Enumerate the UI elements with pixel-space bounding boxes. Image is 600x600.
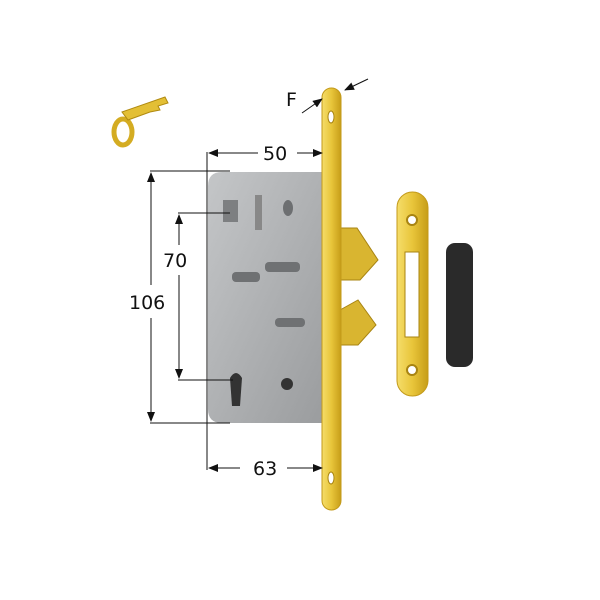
rubber-insert <box>446 243 473 367</box>
center-distance-label: 70 <box>163 250 187 272</box>
latch-bolt <box>339 227 379 346</box>
width-dimension-label: 50 <box>263 143 287 165</box>
faceplate <box>321 87 342 511</box>
keyhole <box>230 373 242 406</box>
faceplate-dimension-label: F <box>286 89 297 111</box>
backset-dimension-label: 63 <box>253 458 277 480</box>
follower-hole <box>223 200 238 222</box>
height-dimension-label: 106 <box>129 292 165 314</box>
key-icon <box>111 96 169 148</box>
strike-plate <box>396 191 429 397</box>
lock-body <box>208 172 325 423</box>
